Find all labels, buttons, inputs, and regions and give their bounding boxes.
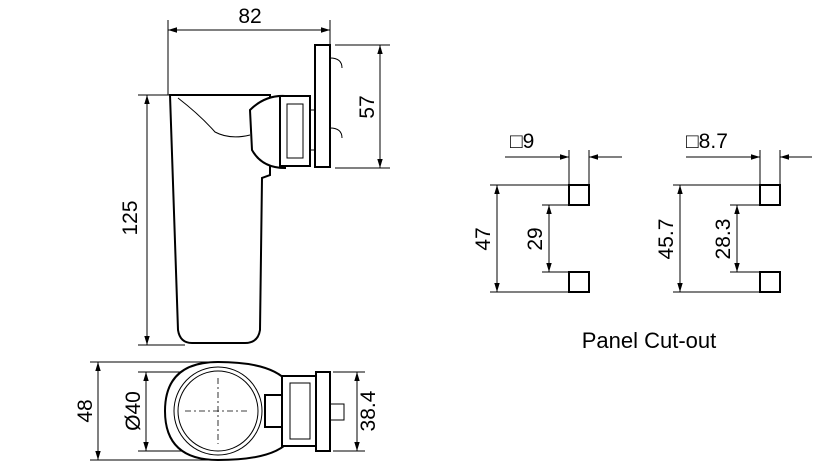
mount-width-dimension: 38.4 [357,390,380,431]
overall-dimension: 48 [74,399,97,422]
mount-height-dimension: 57 [356,95,379,118]
width-dimension: 82 [238,5,261,28]
diameter-dimension: Ø40 [122,391,145,431]
cutout-b-inner: 28.3 [712,219,735,260]
panel-cutout-caption: Panel Cut-out [582,328,717,353]
cutout-a-outer: 47 [472,227,495,250]
side-view: 82 57 125 [119,5,390,346]
cutout-b-outer: 45.7 [655,219,678,260]
cutout-b: □8.7 45.7 28.3 [655,130,812,293]
cutout-a-square: □9 [510,130,534,153]
height-dimension: 125 [119,200,142,235]
cutout-a-inner: 29 [524,227,547,250]
cutout-a: □9 47 29 [472,130,622,293]
cutout-b-square: □8.7 [686,130,728,153]
bottom-view: 48 Ø40 38.4 [74,360,380,462]
